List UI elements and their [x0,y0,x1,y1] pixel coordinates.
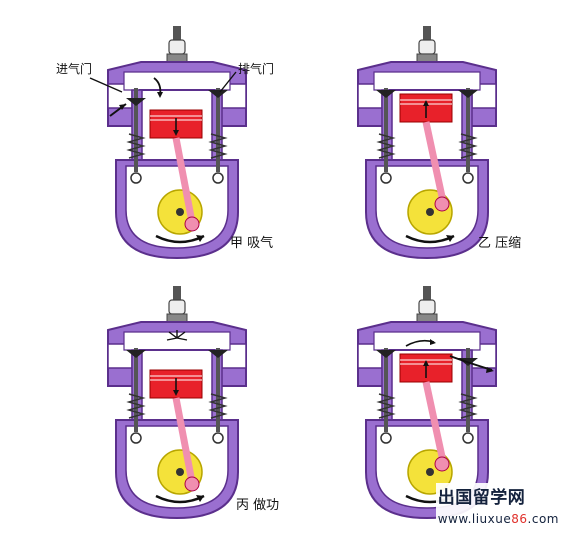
watermark-url-a: www.liuxue [437,512,512,526]
caption-compression: 乙 压缩 [478,236,522,251]
intake-valve-label: 进气门 [56,62,93,76]
engine-exhaust [356,284,498,520]
intake-pointer-arrow [89,77,123,93]
caption-intake: 甲 吸气 [230,236,274,251]
watermark-url-c: .com [527,512,559,526]
watermark: 出国留学网 www.liuxue86.com [435,483,561,528]
engine-compression [356,24,498,260]
watermark-url-b: 86 [511,512,528,526]
exhaust-pointer-arrow [219,71,237,93]
watermark-main: 出国留学网 [437,488,526,508]
engine-intake [89,24,248,260]
engine-power [106,284,248,520]
exhaust-valve-label: 排气门 [238,62,275,76]
caption-power: 丙 做功 [236,498,280,513]
